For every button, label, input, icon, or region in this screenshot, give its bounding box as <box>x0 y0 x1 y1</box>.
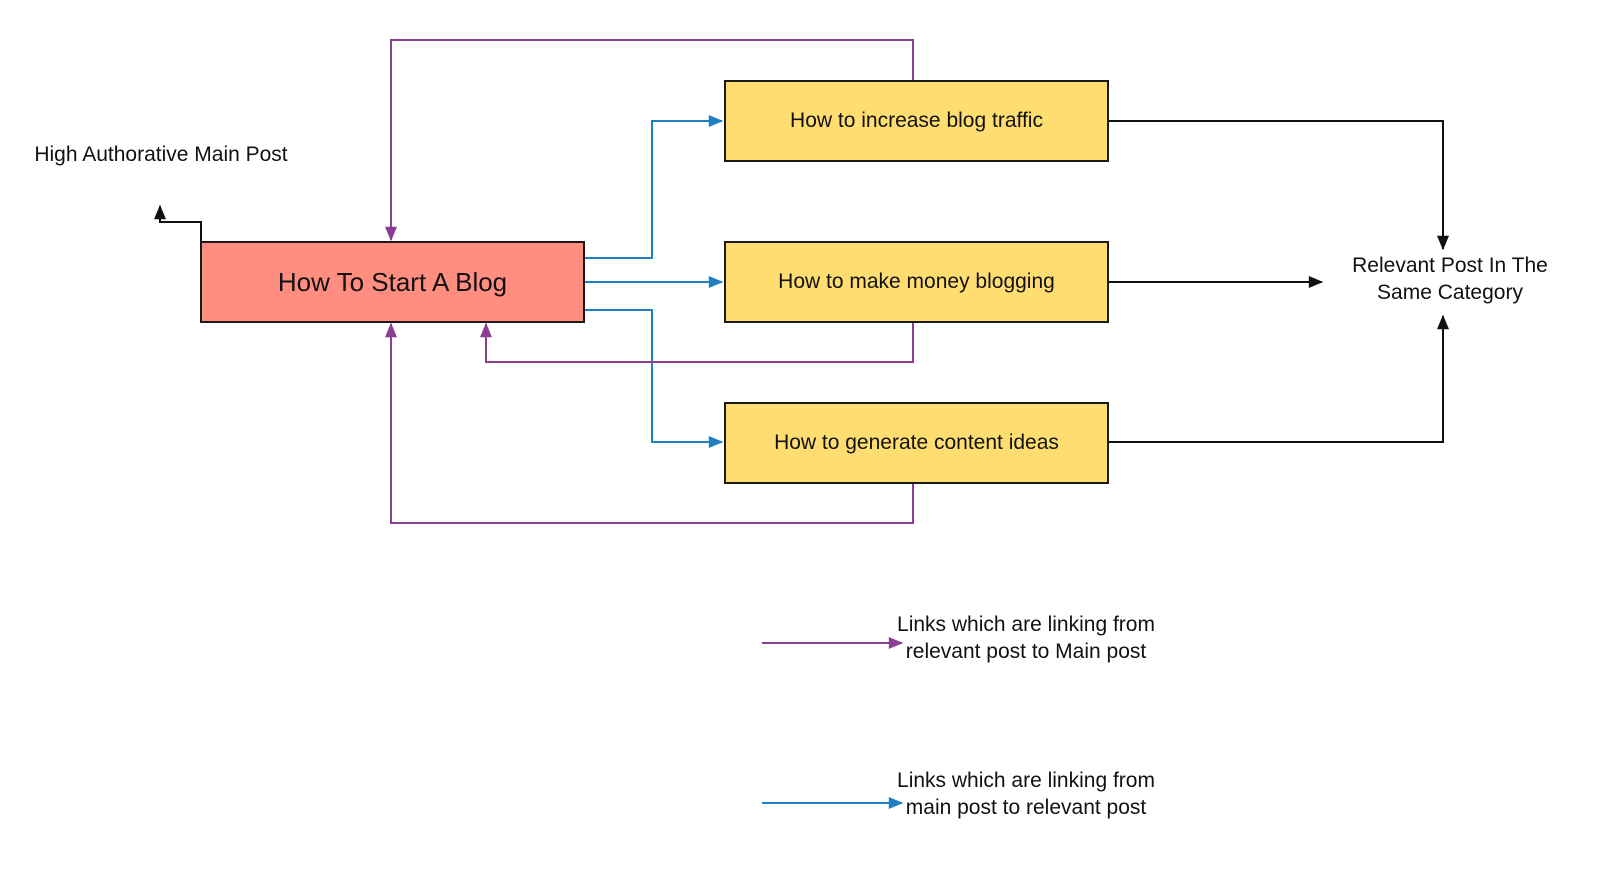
relevant-post-box-money: How to make money blogging <box>724 241 1109 323</box>
relevant-post-box-content: How to generate content ideas <box>724 402 1109 484</box>
legend-blue-text: Links which are linking from main post t… <box>897 769 1155 819</box>
main-to-caption-connector <box>154 204 202 241</box>
link-traffic-to-main <box>385 39 914 242</box>
main-post-label: How To Start A Blog <box>277 266 508 297</box>
relevant-post-box-traffic: How to increase blog traffic <box>724 80 1109 162</box>
main-post-box: How To Start A Blog <box>200 241 585 323</box>
link-money-to-main <box>480 322 914 363</box>
relevant-post-label: How to increase blog traffic <box>790 109 1043 132</box>
relevant-post-label: How to generate content ideas <box>774 431 1059 454</box>
main-post-caption: High Authorative Main Post <box>34 143 288 166</box>
link-main-to-content <box>585 309 724 448</box>
link-content-to-category <box>1109 314 1449 443</box>
link-content-to-main <box>385 322 914 524</box>
category-label: Relevant Post In The Same Category <box>1352 254 1548 304</box>
link-traffic-to-category <box>1109 120 1449 251</box>
link-main-to-traffic <box>585 115 724 259</box>
relevant-post-label: How to make money blogging <box>778 270 1055 293</box>
legend-purple-text: Links which are linking from relevant po… <box>897 613 1155 663</box>
